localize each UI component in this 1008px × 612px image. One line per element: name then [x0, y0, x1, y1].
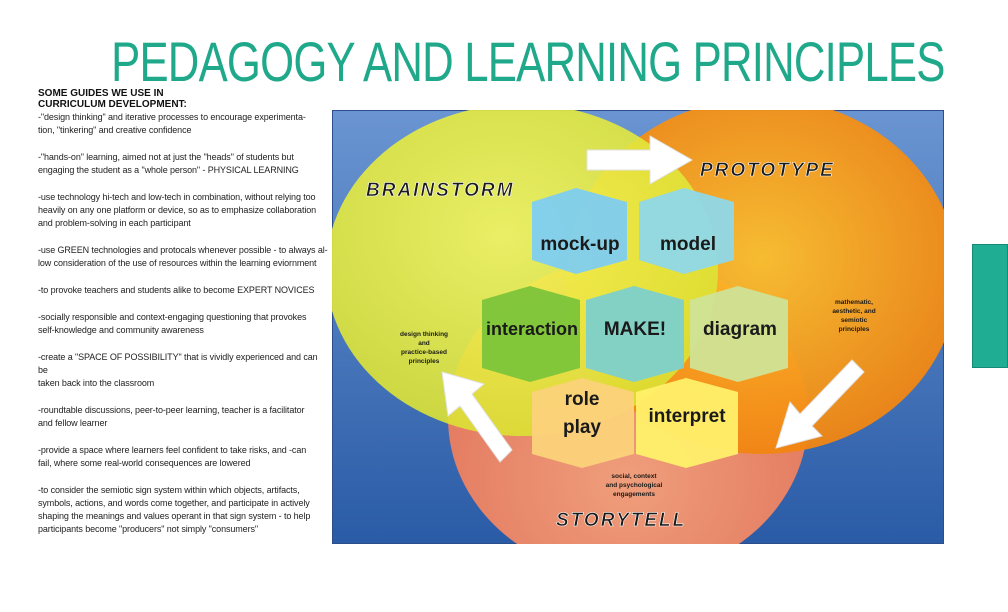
hexagon-label: interaction: [486, 319, 578, 339]
guide-item: -socially responsible and context-engagi…: [38, 312, 307, 335]
guide-item: -roundtable discussions, peer-to-peer le…: [38, 405, 305, 428]
note-right: mathematic,: [835, 299, 873, 306]
guide-item: -use technology hi-tech and low-tech in …: [38, 192, 317, 228]
hexagon-interaction: [482, 286, 580, 382]
note-left: and: [418, 340, 430, 347]
side-tab[interactable]: [972, 244, 1008, 368]
section-label-brainstorm: BRAINSTORM: [366, 180, 514, 201]
guide-item: -to provoke teachers and students alike …: [38, 285, 315, 295]
learning-cycle-diagram: mock-up model interaction MAKE! diagram …: [332, 110, 944, 544]
section-label-storytell: STORYTELL: [556, 510, 686, 531]
guide-item: -create a "SPACE OF POSSIBILITY" that is…: [38, 352, 318, 388]
guide-item: -use GREEN technologies and protocals wh…: [38, 245, 328, 268]
guides-panel: SOME GUIDES WE USE IN CURRICULUM DEVELOP…: [38, 88, 328, 550]
note-left: principles: [409, 358, 440, 365]
hexagon-label: model: [660, 234, 716, 255]
hexagon-label: play: [563, 417, 601, 438]
guide-item: -provide a space where learners feel con…: [38, 445, 307, 468]
hexagon-label: interpret: [648, 406, 726, 427]
arrow-up-left-icon: [441, 371, 513, 463]
guide-item: -"design thinking" and iterative process…: [38, 112, 306, 135]
arrow-down-left-icon: [775, 359, 865, 449]
note-right: semiotic: [841, 317, 868, 324]
hexagon-role-play: [532, 378, 634, 468]
hexagon-interpret: [636, 378, 738, 468]
note-bottom: and psychological: [606, 482, 663, 489]
hexagon-label: diagram: [703, 319, 777, 340]
note-right: principles: [839, 326, 870, 333]
hexagon-label: mock-up: [540, 234, 619, 255]
hexagon-model: [639, 188, 734, 274]
guide-item: -to consider the semiotic sign system wi…: [38, 485, 311, 534]
note-bottom: social, context: [611, 473, 657, 480]
note-bottom: engagements: [613, 491, 655, 498]
note-left: practice-based: [401, 349, 447, 356]
hexagon-mock-up: [532, 188, 627, 274]
page-title: PEDAGOGY AND LEARNING PRINCIPLES: [111, 30, 945, 93]
guide-item: -"hands-on" learning, aimed not at just …: [38, 152, 299, 175]
arrow-right-icon: [586, 135, 694, 185]
note-left: design thinking: [400, 331, 448, 338]
hexagon-label: role: [565, 389, 600, 410]
hexagon-diagram: [690, 286, 788, 382]
hexagon-make: [586, 286, 684, 382]
guides-heading: SOME GUIDES WE USE IN CURRICULUM DEVELOP…: [38, 88, 187, 110]
section-label-prototype: PROTOTYPE: [700, 160, 835, 181]
note-right: aesthetic, and: [832, 308, 875, 315]
hexagon-label: MAKE!: [604, 319, 666, 340]
